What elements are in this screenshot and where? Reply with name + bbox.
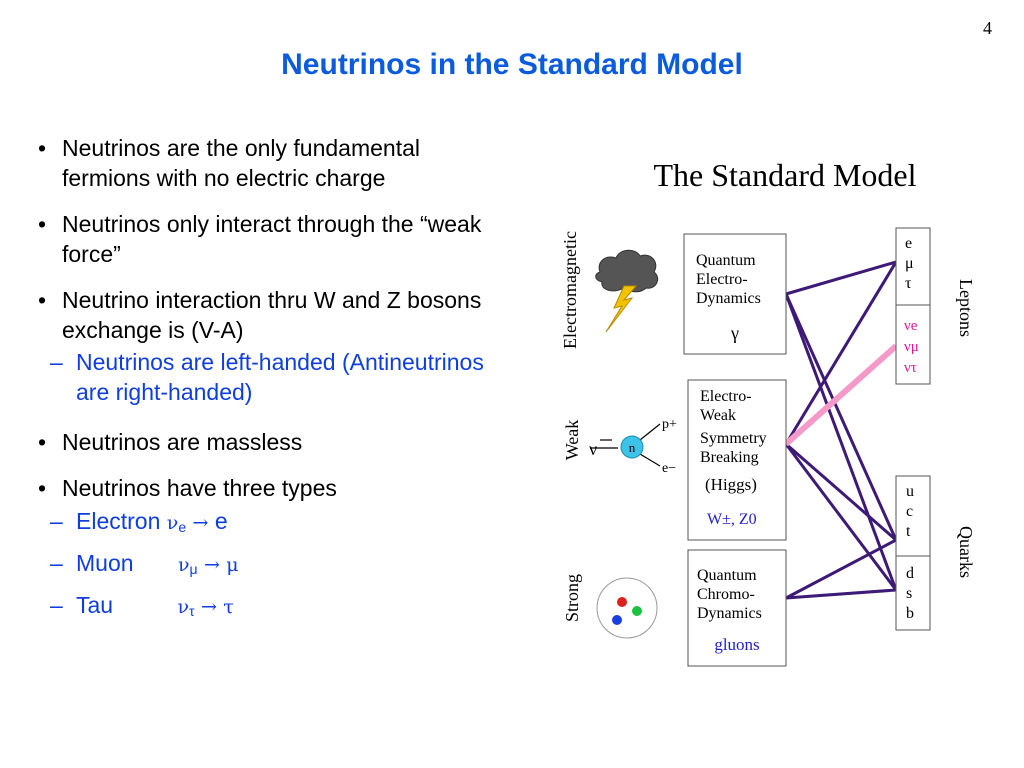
quark-c: c: [906, 503, 913, 520]
quarks-label: Quarks: [956, 526, 976, 578]
ew-line-4: Breaking: [700, 449, 759, 466]
quark-d: d: [906, 565, 914, 582]
type-electron: Electron νe → e: [38, 506, 508, 542]
nu-subscript: μ: [189, 561, 198, 577]
qcd-line-2: Chromo-: [697, 586, 755, 603]
qcd-box: [687, 549, 787, 667]
gluons-label: gluons: [714, 635, 759, 654]
qed-line-3: Dynamics: [696, 290, 761, 307]
lepton-symbol: μ: [226, 554, 239, 576]
neutrino-tau: ντ: [904, 360, 917, 376]
interaction-lines: [784, 260, 898, 600]
photon-symbol: γ: [730, 323, 739, 343]
electron-label: e−: [662, 461, 676, 476]
type-tau: Tau ντ → τ: [38, 590, 508, 626]
arrow-icon: →: [203, 554, 220, 576]
bullet-list: Neutrinos are the only fundamental fermi…: [38, 133, 508, 626]
antineutrino-label: ν: [589, 439, 597, 459]
lepton-symbol: τ: [223, 596, 234, 618]
arrow-icon: →: [192, 512, 209, 534]
slide-title: Neutrinos in the Standard Model: [281, 48, 743, 81]
ew-bosons: W±, Z0: [707, 511, 757, 528]
force-strong: Strong: [562, 574, 582, 622]
ew-higgs: (Higgs): [705, 475, 757, 494]
neutrino-line: [784, 343, 898, 447]
proton-quarks-icon: [596, 577, 658, 639]
qed-line-2: Electro-: [696, 271, 748, 288]
ew-line-1: Electro-: [700, 388, 752, 405]
type-electron-name: Electron: [76, 508, 161, 534]
type-tau-name: Tau: [76, 592, 114, 618]
qed-box: [683, 233, 787, 355]
quark-s: s: [906, 585, 912, 602]
quarks-box: [895, 475, 931, 631]
lepton-e: e: [905, 235, 912, 252]
quark-t: t: [906, 523, 911, 540]
ew-line-3: Symmetry: [700, 430, 767, 447]
diagram-heading: The Standard Model: [653, 157, 916, 193]
arrow-icon: →: [200, 596, 217, 618]
neutrino-mu: νμ: [904, 339, 919, 355]
ew-line-2: Weak: [700, 407, 736, 424]
force-electromagnetic: Electromagnetic: [560, 231, 580, 349]
nu-symbol: ν: [177, 554, 190, 576]
sub-left-handed: Neutrinos are left-handed (Antineutrinos…: [38, 347, 508, 407]
lepton-mu: μ: [905, 255, 914, 272]
proton-label: p+: [662, 417, 677, 432]
lepton-symbol: e: [214, 508, 228, 534]
nu-subscript: τ: [189, 603, 195, 619]
neutron-decay-icon: ν n p+ e−: [589, 417, 677, 476]
type-muon-name: Muon: [76, 550, 134, 576]
quark-b: b: [906, 605, 914, 622]
force-weak: Weak: [562, 420, 582, 461]
page-number: 4: [983, 18, 992, 38]
lightning-cloud-icon: [595, 249, 659, 333]
leptons-box: [895, 227, 931, 385]
bullet-va: Neutrino interaction thru W and Z bosons…: [38, 285, 508, 345]
ew-box: [687, 379, 787, 541]
bullet-massless: Neutrinos are massless: [38, 427, 508, 457]
nu-symbol: ν: [177, 596, 190, 618]
bullet-va-text: Neutrino interaction thru W and Z bosons…: [62, 287, 482, 343]
type-muon: Muon νμ → μ: [38, 548, 508, 584]
lepton-tau: τ: [905, 275, 912, 292]
bullet-weak-force: Neutrinos only interact through the “wea…: [38, 209, 508, 269]
nu-subscript: e: [178, 519, 187, 535]
qcd-line-1: Quantum: [697, 567, 757, 584]
leptons-label: Leptons: [956, 279, 976, 337]
qcd-line-3: Dynamics: [697, 605, 762, 622]
neutron-label: n: [629, 440, 636, 455]
nu-symbol: ν: [166, 512, 179, 534]
qed-line-1: Quantum: [696, 252, 756, 269]
bullet-three-types: Neutrinos have three types: [38, 473, 508, 503]
quark-u: u: [906, 483, 914, 500]
neutrino-e: νe: [904, 318, 918, 334]
bullet-charge: Neutrinos are the only fundamental fermi…: [38, 133, 508, 193]
